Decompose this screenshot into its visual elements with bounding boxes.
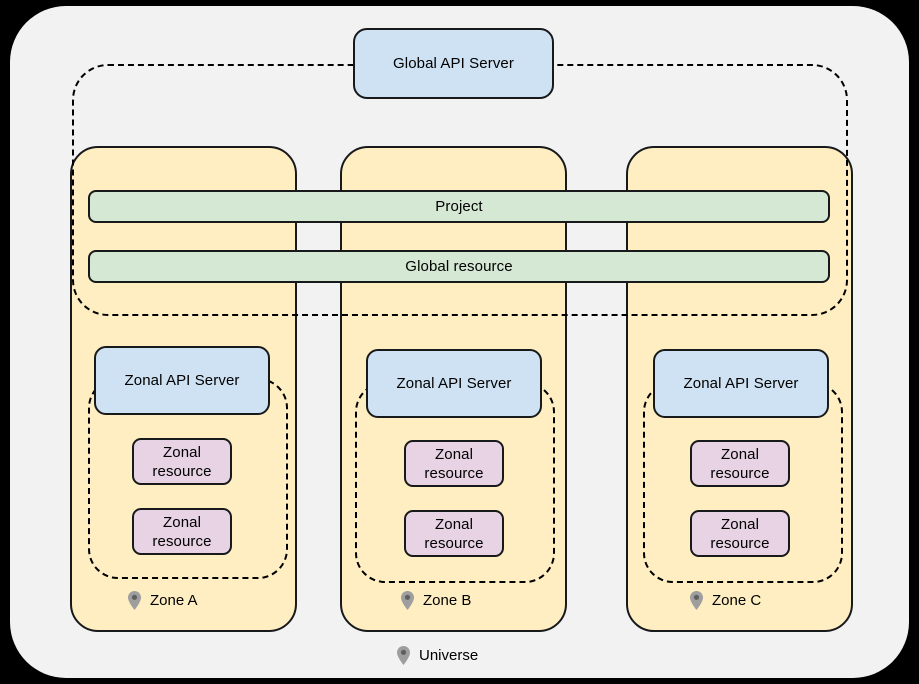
resource-line-1: Zonal xyxy=(720,445,760,463)
zone-a-label-group: Zone A xyxy=(127,591,198,610)
zone-c-label: Zone C xyxy=(712,592,762,609)
resource-line-1: Zonal xyxy=(162,513,202,531)
global-resource-bar[interactable]: Global resource xyxy=(88,250,830,283)
zone-c-zonal-resource-1[interactable]: Zonal resource xyxy=(690,440,790,487)
map-pin-icon xyxy=(396,646,411,665)
resource-line-2: resource xyxy=(710,464,770,482)
project-bar[interactable]: Project xyxy=(88,190,830,223)
global-api-server-node[interactable]: Global API Server xyxy=(353,28,554,99)
zone-a-zonal-api-server-node[interactable]: Zonal API Server xyxy=(94,346,270,415)
universe-label-group: Universe xyxy=(396,646,478,665)
zone-b-label: Zone B xyxy=(423,592,472,609)
zone-b-zonal-resource-2[interactable]: Zonal resource xyxy=(404,510,504,557)
zone-c-label-group: Zone C xyxy=(689,591,761,610)
resource-line-2: resource xyxy=(152,532,212,550)
universe-label: Universe xyxy=(419,647,479,664)
resource-line-1: Zonal xyxy=(162,443,202,461)
zone-c-zonal-resource-2[interactable]: Zonal resource xyxy=(690,510,790,557)
resource-line-2: resource xyxy=(424,464,484,482)
zone-b-zonal-resource-1[interactable]: Zonal resource xyxy=(404,440,504,487)
zone-a-zonal-resource-2[interactable]: Zonal resource xyxy=(132,508,232,555)
zone-a-label: Zone A xyxy=(150,592,198,609)
zone-c-zonal-api-server-node[interactable]: Zonal API Server xyxy=(653,349,829,418)
map-pin-icon xyxy=(400,591,415,610)
resource-line-1: Zonal xyxy=(434,445,474,463)
map-pin-icon xyxy=(127,591,142,610)
resource-line-1: Zonal xyxy=(434,515,474,533)
resource-line-2: resource xyxy=(710,534,770,552)
zone-a-zonal-resource-1[interactable]: Zonal resource xyxy=(132,438,232,485)
resource-line-1: Zonal xyxy=(720,515,760,533)
map-pin-icon xyxy=(689,591,704,610)
zone-b-zonal-api-server-node[interactable]: Zonal API Server xyxy=(366,349,542,418)
resource-line-2: resource xyxy=(152,462,212,480)
resource-line-2: resource xyxy=(424,534,484,552)
zone-b-label-group: Zone B xyxy=(400,591,471,610)
